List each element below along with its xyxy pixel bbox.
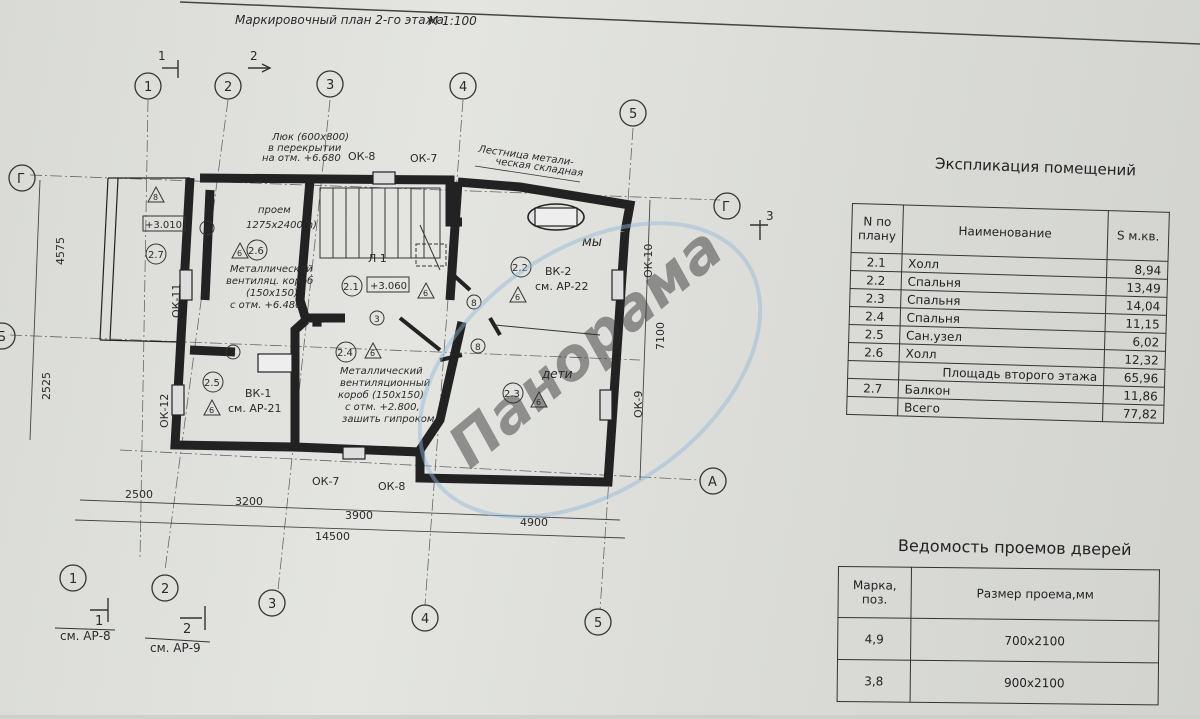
stair-l1: Л 1 — [368, 252, 387, 265]
axis-3-top: 3 — [326, 78, 334, 93]
box-note-3: (150х150) — [246, 288, 298, 299]
dim-3200: 3200 — [235, 495, 263, 508]
axis-a-right: А — [708, 475, 717, 490]
window-ok11: ОК-11 — [170, 284, 183, 318]
level-3060: +3.060 — [370, 281, 407, 292]
section-2-bottom: 2 — [183, 622, 191, 637]
tag-6-bed3: 6 — [536, 398, 541, 407]
vent-note-2: вентиляционный — [340, 378, 431, 389]
dim-4575: 4575 — [54, 237, 67, 265]
dim-2525: 2525 — [40, 372, 53, 400]
tag-6-bed: 6 — [370, 349, 375, 358]
section-2-ref: см. АР-9 — [150, 641, 201, 655]
table-header-row: N по плану Наименование S м.кв. — [851, 203, 1170, 262]
watermark-logo: Панорама — [417, 213, 763, 519]
vent-note-4: с отм. +2.800, — [345, 402, 420, 413]
room-2-4: 2.4 — [337, 348, 353, 359]
axis-5-bottom: 5 — [594, 616, 602, 631]
box-note-1: Металлический — [230, 264, 313, 275]
room-2-7: 2.7 — [148, 250, 164, 261]
box-note-2: вентиляц. короб — [226, 275, 313, 287]
vent-note-1: Металлический — [340, 366, 423, 377]
door-tag-9: 9 — [204, 225, 210, 235]
door-tag-8a: 8 — [471, 299, 477, 309]
plan-scale: М 1:100 — [428, 14, 477, 28]
vent-note-5: зашить гипроком — [342, 414, 435, 425]
dim-7100: 7100 — [654, 322, 667, 350]
box-note-4: с отм. +6.480 — [230, 300, 302, 311]
axis-4-bottom: 4 — [421, 612, 429, 627]
axis-4-top: 4 — [459, 80, 467, 95]
window-ok8-bottom: ОК-8 — [378, 480, 405, 493]
handwritten-my: мы — [582, 235, 602, 250]
axis-b-left: Б — [0, 330, 6, 345]
plan-title: Маркировочный план 2-го этажа. — [235, 13, 448, 27]
dim-3900: 3900 — [345, 509, 373, 522]
vk2-ref: см. АР-22 — [535, 280, 588, 293]
window-ok7-bottom: ОК-7 — [312, 475, 339, 488]
axis-1-bottom: 1 — [69, 572, 77, 587]
section-1-bottom: 1 — [95, 614, 103, 629]
dim-4900: 4900 — [520, 516, 548, 529]
axis-2-top: 2 — [224, 80, 232, 95]
vk1-label: ВК-1 — [245, 387, 271, 400]
handwritten-deti: дети — [541, 367, 573, 381]
axis-g-left: Г — [17, 172, 25, 187]
section-1-top: 1 — [158, 49, 166, 63]
tag-8-balcony: 8 — [153, 193, 158, 202]
hatch-note: Люк (600х800) — [271, 132, 349, 143]
dim-14500: 14500 — [315, 530, 350, 543]
vk1-ref: см. АР-21 — [228, 402, 281, 415]
axis-3-bottom: 3 — [268, 597, 276, 612]
dim-2500: 2500 — [125, 488, 153, 501]
doors-title: Ведомость проемов дверей — [897, 535, 1132, 560]
vk2-label: ВК-2 — [545, 265, 571, 278]
header-num: N по плану — [851, 203, 904, 254]
vent-note-3: короб (150х150) — [338, 389, 424, 401]
window-ok9: ОК-9 — [632, 391, 645, 418]
table-header-row: Марка, поз. Размер проема,мм — [837, 566, 1160, 621]
door-tag-4: 4 — [230, 349, 236, 359]
level-3010: +3.010 — [145, 220, 182, 231]
header-mark: Марка, поз. — [837, 566, 912, 619]
room-2-6: 2.6 — [248, 246, 264, 257]
axis-g-right: Г — [722, 200, 730, 215]
window-ok7-top: ОК-7 — [410, 152, 437, 165]
header-name: Наименование — [901, 204, 1109, 260]
tag-6-bed2: 6 — [515, 293, 520, 302]
section-1-ref: см. АР-8 — [60, 629, 111, 643]
opening-size: 1275х2400(h) — [246, 220, 317, 231]
tag-6-bath: 6 — [209, 406, 214, 415]
section-2-top: 2 — [250, 49, 258, 63]
section-3: 3 — [766, 209, 774, 223]
room-2-3: 2.3 — [504, 389, 520, 400]
tag-6-hall: 6 — [237, 249, 242, 258]
axis-2-bottom: 2 — [161, 582, 169, 597]
room-2-5: 2.5 — [204, 378, 220, 389]
door-tag-8b: 8 — [475, 343, 481, 353]
room-2-1: 2.1 — [343, 282, 359, 293]
door-tag-3: 3 — [374, 315, 380, 325]
hatch-note-3: на отм. +6.680 — [262, 153, 341, 164]
opening-note: проем — [258, 205, 291, 216]
window-ok12: ОК-12 — [158, 394, 171, 428]
axis-1-top: 1 — [144, 80, 152, 95]
room-2-2: 2.2 — [512, 263, 528, 274]
tag-6-hall2: 6 — [423, 289, 428, 298]
header-size: Размер проема,мм — [910, 567, 1160, 621]
window-ok10: ОК-10 — [642, 244, 655, 278]
axis-5-top: 5 — [629, 107, 637, 122]
window-ok8-top: ОК-8 — [348, 150, 375, 163]
header-area: S м.кв. — [1107, 210, 1170, 262]
hatch-note-2: в перекрытии — [268, 143, 342, 154]
